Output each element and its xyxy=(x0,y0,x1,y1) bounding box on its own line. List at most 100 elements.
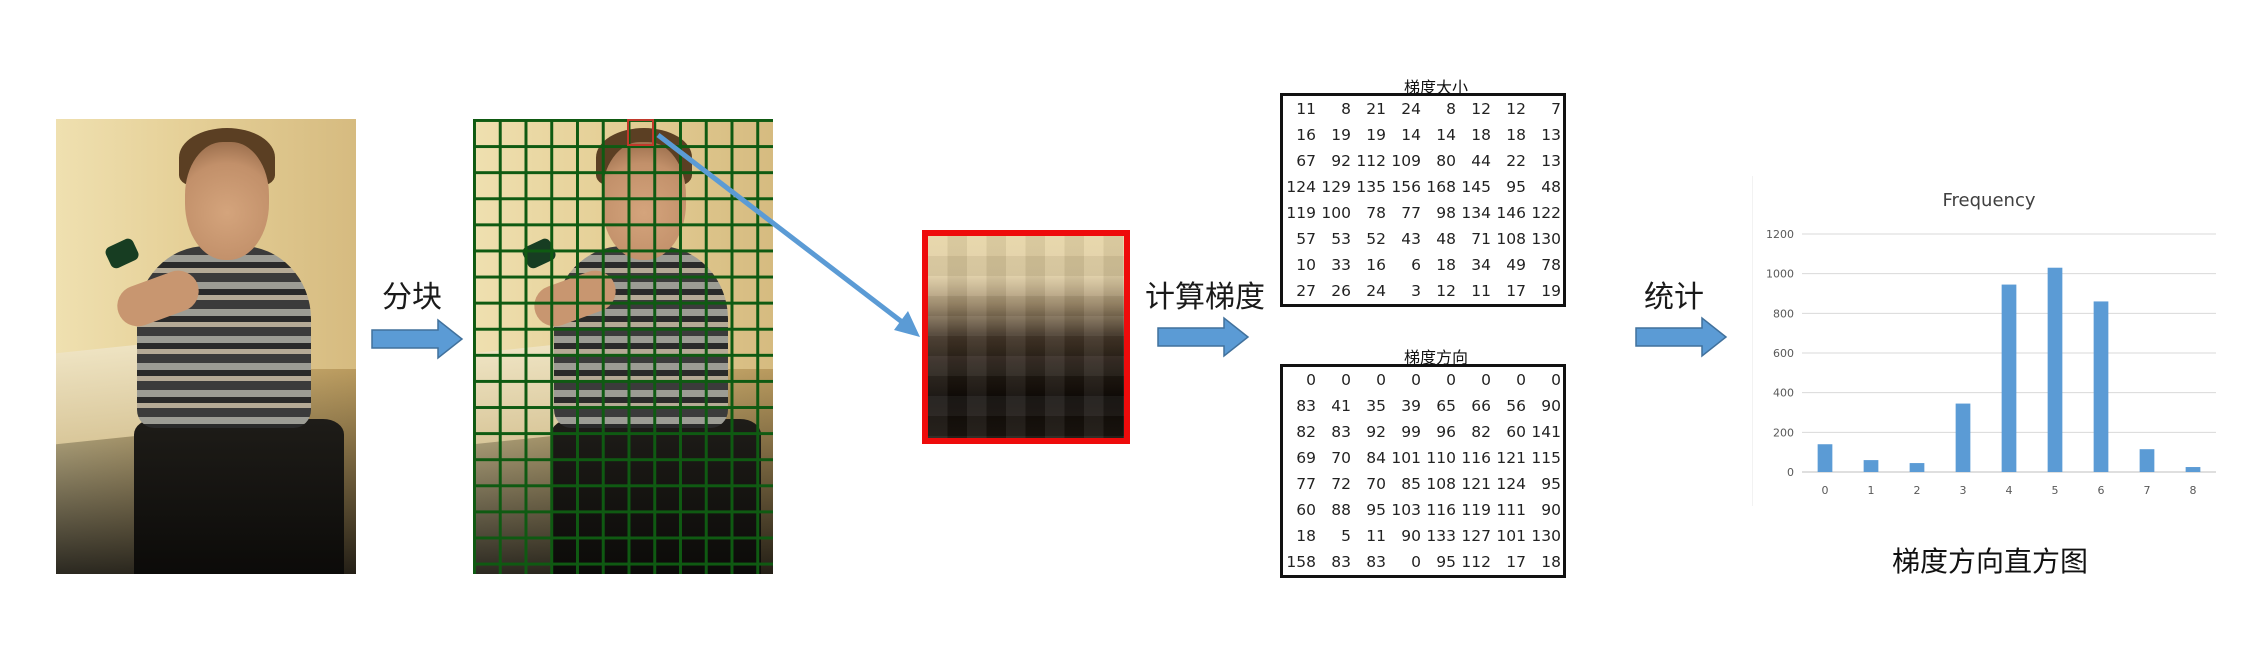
direction-cell: 121 xyxy=(1496,449,1526,467)
magnitude-cell: 44 xyxy=(1471,152,1491,170)
direction-cell: 116 xyxy=(1461,449,1491,467)
direction-cell: 116 xyxy=(1426,501,1456,519)
direction-cell: 133 xyxy=(1426,527,1456,545)
direction-cell: 69 xyxy=(1296,449,1316,467)
magnitude-cell: 22 xyxy=(1506,152,1526,170)
magnitude-cell: 18 xyxy=(1471,126,1491,144)
direction-cell: 65 xyxy=(1436,397,1456,415)
direction-cell: 82 xyxy=(1471,423,1491,441)
magnitude-cell: 134 xyxy=(1461,204,1491,222)
magnitude-cell: 26 xyxy=(1331,282,1351,300)
direction-cell: 83 xyxy=(1366,553,1386,571)
direction-cell: 56 xyxy=(1506,397,1526,415)
selected-cell xyxy=(627,119,654,146)
magnitude-cell: 168 xyxy=(1426,178,1456,196)
direction-cell: 0 xyxy=(1306,371,1316,389)
direction-cell: 72 xyxy=(1331,475,1351,493)
bar xyxy=(1955,403,1971,472)
x-tick-label: 0 xyxy=(1822,484,1829,497)
x-tick-label: 3 xyxy=(1960,484,1967,497)
magnitude-cell: 109 xyxy=(1391,152,1421,170)
magnitude-cell: 129 xyxy=(1321,178,1351,196)
x-tick-label: 5 xyxy=(2052,484,2059,497)
direction-cell: 121 xyxy=(1461,475,1491,493)
direction-cell: 11 xyxy=(1366,527,1386,545)
direction-cell: 130 xyxy=(1531,527,1561,545)
chart-title: Frequency xyxy=(1942,190,2036,211)
magnitude-cell: 16 xyxy=(1296,126,1316,144)
direction-cell: 18 xyxy=(1296,527,1316,545)
y-tick-label: 800 xyxy=(1773,307,1794,320)
bar xyxy=(2047,267,2063,472)
x-tick-label: 2 xyxy=(1914,484,1921,497)
direction-cell: 85 xyxy=(1401,475,1421,493)
zoomed-cell-patch xyxy=(922,230,1130,444)
direction-cell: 0 xyxy=(1446,371,1456,389)
bar xyxy=(2139,449,2155,472)
arrow-right-icon xyxy=(1157,316,1250,358)
magnitude-title: 梯度大小 xyxy=(1403,78,1468,97)
magnitude-cell: 124 xyxy=(1286,178,1316,196)
y-tick-label: 0 xyxy=(1787,466,1794,479)
direction-cell: 17 xyxy=(1506,553,1526,571)
direction-cell: 108 xyxy=(1426,475,1456,493)
bar xyxy=(1909,463,1925,472)
direction-cell: 127 xyxy=(1461,527,1491,545)
direction-cell: 112 xyxy=(1461,553,1491,571)
magnitude-cell: 27 xyxy=(1296,282,1316,300)
magnitude-cell: 135 xyxy=(1356,178,1386,196)
direction-cell: 83 xyxy=(1296,397,1316,415)
chart-caption: 梯度方向直方图 xyxy=(1891,545,2088,578)
direction-cell: 101 xyxy=(1391,449,1421,467)
direction-cell: 111 xyxy=(1496,501,1526,519)
magnitude-cell: 18 xyxy=(1436,256,1456,274)
direction-cell: 70 xyxy=(1331,449,1351,467)
direction-cell: 77 xyxy=(1296,475,1316,493)
magnitude-cell: 78 xyxy=(1366,204,1386,222)
y-tick-label: 1000 xyxy=(1766,268,1794,281)
magnitude-cell: 100 xyxy=(1321,204,1351,222)
magnitude-cell: 71 xyxy=(1471,230,1491,248)
x-tick-label: 6 xyxy=(2098,484,2105,497)
magnitude-cell: 95 xyxy=(1506,178,1526,196)
direction-cell: 95 xyxy=(1541,475,1561,493)
direction-cell: 0 xyxy=(1516,371,1526,389)
magnitude-cell: 19 xyxy=(1366,126,1386,144)
magnitude-cell: 122 xyxy=(1531,204,1561,222)
magnitude-cell: 80 xyxy=(1436,152,1456,170)
direction-cell: 84 xyxy=(1366,449,1386,467)
magnitude-cell: 13 xyxy=(1541,126,1561,144)
direction-cell: 35 xyxy=(1366,397,1386,415)
magnitude-cell: 24 xyxy=(1401,100,1421,118)
direction-cell: 158 xyxy=(1286,553,1316,571)
x-tick-label: 1 xyxy=(1868,484,1875,497)
direction-cell: 88 xyxy=(1331,501,1351,519)
y-tick-label: 400 xyxy=(1773,387,1794,400)
magnitude-cell: 67 xyxy=(1296,152,1316,170)
magnitude-cell: 12 xyxy=(1471,100,1491,118)
direction-cell: 60 xyxy=(1296,501,1316,519)
arrow-right-icon xyxy=(1635,316,1728,358)
direction-cell: 0 xyxy=(1376,371,1386,389)
direction-cell: 0 xyxy=(1411,553,1421,571)
direction-cell: 101 xyxy=(1496,527,1526,545)
magnitude-cell: 119 xyxy=(1286,204,1316,222)
magnitude-cell: 19 xyxy=(1331,126,1351,144)
magnitude-cell: 92 xyxy=(1331,152,1351,170)
direction-cell: 95 xyxy=(1366,501,1386,519)
direction-cell: 115 xyxy=(1531,449,1561,467)
magnitude-cell: 130 xyxy=(1531,230,1561,248)
gradient-label: 计算梯度 xyxy=(1145,280,1265,315)
